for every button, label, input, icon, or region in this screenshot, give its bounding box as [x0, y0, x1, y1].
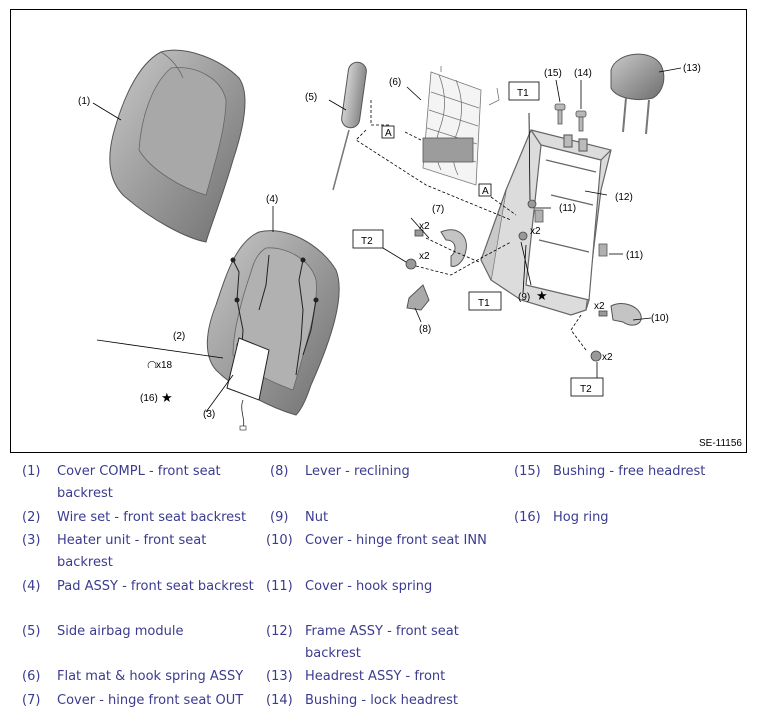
legend-text: Cover - hinge front seat OUT — [57, 693, 244, 708]
legend-number: (1) — [22, 464, 41, 479]
hinge-cover-out-part — [440, 229, 467, 267]
callout-15: (15) — [544, 68, 562, 79]
legend-text: Cover - hook spring — [305, 579, 433, 594]
callout-7: (7) — [432, 204, 444, 215]
bushing-parts — [554, 103, 587, 132]
legend-text: Bushing - free headrest — [553, 464, 706, 479]
legend-text: Heater unit - front seat backrest — [57, 533, 207, 570]
torque-t2-left: T2 — [361, 236, 373, 247]
callout-1: (1) — [78, 96, 90, 107]
qty-x2-3: x2 — [530, 226, 541, 237]
torque-t1-lower: T1 — [478, 298, 490, 309]
legend-text: Side airbag module — [57, 624, 184, 639]
qty-x2-5: x2 — [602, 352, 613, 363]
heater-unit-part — [226, 337, 270, 431]
diagram-canvas: (1) (2) (3) (4) (5) (6) (7) (8) (9) (10)… — [78, 49, 701, 431]
legend-text: Hog ring — [553, 510, 609, 525]
dashed-guide-lines — [355, 100, 587, 351]
qty-hog-ring: x18 — [156, 360, 173, 371]
legend-number: (5) — [22, 624, 41, 639]
parts-legend: (1) Cover COMPL - front seat backrest (2… — [0, 455, 757, 717]
legend-text: Wire set - front seat backrest — [57, 510, 247, 525]
flat-mat-part — [422, 66, 500, 186]
callout-13: (13) — [683, 63, 701, 74]
legend-text: Cover - hinge front seat INN — [305, 533, 487, 548]
callout-3: (3) — [203, 409, 215, 420]
callout-2: (2) — [173, 331, 185, 342]
legend-number: (6) — [22, 669, 41, 684]
legend-text: Pad ASSY - front seat backrest — [57, 579, 254, 594]
legend-text: Nut — [305, 510, 329, 525]
legend-number: (14) — [266, 693, 293, 708]
legend-number: (9) — [270, 510, 289, 525]
legend-number: (16) — [514, 510, 541, 525]
legend-text: Frame ASSY - front seat backrest — [305, 624, 459, 661]
callout-16: (16) — [140, 393, 158, 404]
callout-11-upper: (11) — [559, 203, 576, 214]
seat-frame-part — [480, 129, 612, 316]
legend-number: (7) — [22, 693, 41, 708]
side-airbag-part — [332, 61, 367, 191]
fastener-parts — [147, 199, 608, 369]
callout-10: (10) — [651, 313, 669, 324]
callout-4: (4) — [266, 194, 278, 205]
lever-part — [406, 284, 430, 311]
callout-11-lower: (11) — [626, 250, 643, 261]
seat-cover-part — [109, 49, 246, 243]
leader-lines — [92, 67, 682, 413]
callout-12: (12) — [615, 192, 633, 203]
callout-6: (6) — [389, 77, 401, 88]
legend-number: (12) — [266, 624, 293, 639]
hinge-cover-inn-part — [610, 303, 642, 326]
legend-number: (8) — [270, 464, 289, 479]
legend-text: Bushing - lock headrest — [305, 693, 458, 708]
qty-x2-1: x2 — [419, 221, 430, 232]
legend-text: Flat mat & hook spring ASSY — [57, 669, 244, 684]
legend-number: (4) — [22, 579, 41, 594]
callout-9: (9) — [518, 292, 530, 303]
torque-t1-upper: T1 — [517, 88, 529, 99]
legend-number: (2) — [22, 510, 41, 525]
legend-text: Cover COMPL - front seat backrest — [57, 464, 221, 501]
callout-8: (8) — [419, 324, 431, 335]
figure-id: SE-11156 — [699, 438, 742, 449]
hook-spring-cover-parts — [534, 209, 608, 257]
ref-a-upper: A — [385, 128, 392, 139]
callout-14: (14) — [574, 68, 592, 79]
torque-t2-lower: T2 — [580, 384, 592, 395]
ref-a-lower: A — [482, 186, 489, 197]
star-icon: ★ — [536, 288, 548, 303]
legend-number: (13) — [266, 669, 293, 684]
legend-number: (3) — [22, 533, 41, 548]
exploded-diagram: (1) (2) (3) (4) (5) (6) (7) (8) (9) (10)… — [10, 9, 747, 453]
headrest-part — [610, 53, 665, 135]
legend-text: Headrest ASSY - front — [305, 669, 446, 684]
star-icon: ★ — [161, 390, 173, 405]
qty-x2-4: x2 — [594, 301, 605, 312]
callout-5: (5) — [305, 92, 317, 103]
reference-boxes — [352, 81, 604, 397]
legend-number: (15) — [514, 464, 541, 479]
legend-text: Lever - reclining — [305, 464, 410, 479]
legend-number: (10) — [266, 533, 293, 548]
qty-x2-2: x2 — [419, 251, 430, 262]
legend-number: (11) — [266, 579, 293, 594]
